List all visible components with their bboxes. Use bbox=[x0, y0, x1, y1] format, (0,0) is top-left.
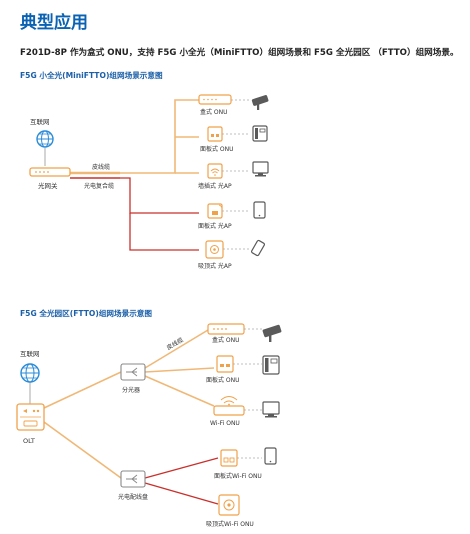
link-panel-onu-2 bbox=[144, 367, 215, 373]
fiber-links bbox=[44, 99, 199, 251]
phone-icon bbox=[262, 355, 280, 375]
internet-label: 互联网 bbox=[30, 117, 50, 126]
panel-wifi-onu-device bbox=[220, 449, 238, 467]
core-label: 光网关 bbox=[38, 181, 58, 190]
device4-label: 面板式 光AP bbox=[198, 222, 232, 230]
camera-icon bbox=[251, 95, 269, 110]
intro-text: F201D-8P 作为盒式 ONU，支持 F5G 小全光（MiniFTTO）组网… bbox=[20, 48, 459, 58]
ceiling-ap-device bbox=[205, 240, 224, 259]
link-panel-ap bbox=[120, 177, 199, 214]
page-title: 典型应用 bbox=[20, 13, 88, 33]
cable-upper-label: 皮线缆 bbox=[92, 163, 110, 171]
distribution-device bbox=[120, 470, 146, 488]
distribution-label: 光电配线盘 bbox=[118, 493, 148, 501]
phone-icon bbox=[252, 125, 268, 142]
olt-device bbox=[16, 403, 45, 431]
ftto-diagram: 互联网 OLT 分光器 皮线缆 光电配线盘 盒式 ONU 面板式 ONU bbox=[16, 323, 282, 528]
diagram2-title: F5G 全光园区(FTTO)组网场景示意图 bbox=[20, 309, 152, 318]
device3-label: 墙插式 光AP bbox=[198, 182, 232, 190]
device1-label: 盒式 ONU bbox=[200, 108, 228, 116]
link-ceiling-ap bbox=[129, 213, 199, 251]
device2-5-label: 吸顶式Wi-Fi ONU bbox=[206, 520, 254, 528]
device2-1-label: 盒式 ONU bbox=[212, 336, 240, 344]
tablet-icon bbox=[264, 447, 277, 465]
link-olt-splitter bbox=[43, 371, 122, 409]
panel-ap-device bbox=[207, 203, 223, 219]
device2-4-label: 面板式Wi-Fi ONU bbox=[214, 472, 262, 480]
terminal-links bbox=[222, 99, 250, 250]
box-onu-device-2 bbox=[207, 323, 245, 335]
olt-label: OLT bbox=[23, 437, 35, 445]
link-panel-wifi-onu bbox=[144, 457, 219, 479]
link-box-onu-2 bbox=[144, 329, 209, 369]
globe-icon bbox=[36, 130, 54, 148]
device2-label: 面板式 ONU bbox=[200, 145, 234, 153]
internet-label-2: 互联网 bbox=[20, 349, 40, 358]
link-wifi-onu-2 bbox=[144, 375, 215, 407]
ceiling-wifi-onu-device bbox=[218, 494, 240, 516]
device5-label: 吸顶式 光AP bbox=[198, 262, 232, 270]
link-olt-distribution bbox=[43, 421, 122, 479]
terminal-links-2 bbox=[233, 328, 262, 459]
diagram1-title: F5G 小全光(MiniFTTO)组网场景示意图 bbox=[20, 71, 163, 80]
computer-icon bbox=[262, 401, 280, 418]
splitter-label: 分光器 bbox=[122, 386, 140, 394]
device2-2-label: 面板式 ONU bbox=[206, 376, 240, 384]
globe-icon bbox=[20, 363, 40, 383]
link-ceiling-wifi-onu bbox=[144, 482, 219, 505]
box-onu-device bbox=[198, 94, 232, 105]
camera-icon bbox=[262, 324, 282, 342]
gateway-device bbox=[29, 167, 71, 177]
wifi-onu-device bbox=[213, 396, 245, 416]
device2-3-label: Wi-Fi ONU bbox=[210, 420, 240, 427]
panel-onu-device-2 bbox=[216, 355, 234, 373]
panel-onu-device bbox=[207, 126, 223, 142]
cable-lower-label: 光电复合缆 bbox=[84, 182, 114, 190]
splitter-device bbox=[120, 363, 146, 381]
wall-ap-device bbox=[207, 163, 223, 179]
computer-icon bbox=[252, 161, 269, 177]
fiber-links-2 bbox=[29, 329, 219, 505]
minifftto-diagram: 互联网 光网关 皮线缆 光电复合缆 盒式 ONU 面板式 ONU 墙插式 光AP… bbox=[29, 94, 269, 270]
smartphone-icon bbox=[250, 239, 266, 257]
tablet-icon bbox=[253, 201, 266, 219]
